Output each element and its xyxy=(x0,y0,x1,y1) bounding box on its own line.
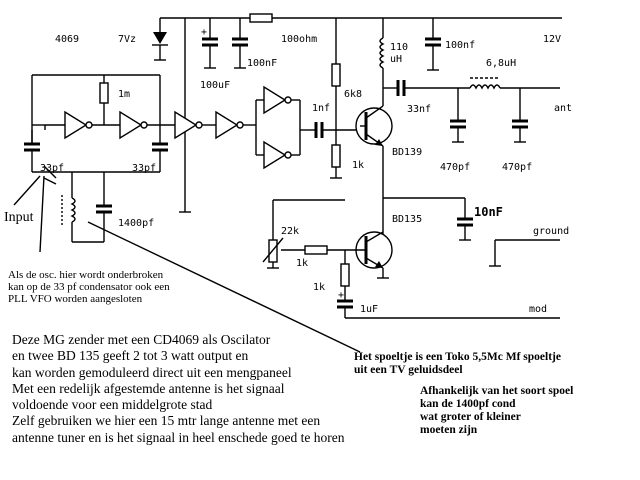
svg-text:+: + xyxy=(201,27,207,38)
inductor-110uh xyxy=(379,18,465,245)
coil-note-line: Het spoeltje is een Toko 5,5Mc Mf spoelt… xyxy=(354,351,561,363)
inverter-4 xyxy=(215,110,256,140)
capacitor-470pf-b xyxy=(512,88,528,143)
oscillator-note-line: kan op de 33 pf condensator ook een xyxy=(8,281,170,293)
description-line: antenne tuner en is het signaal in heel … xyxy=(12,429,345,445)
inductor-6-8uh xyxy=(469,77,560,90)
oscillator-note-line: Als de osc. hier wordt onderbroken xyxy=(8,269,164,281)
bias-6k8 xyxy=(330,18,342,179)
label-bd135: BD135 xyxy=(392,214,422,225)
label-bd139: BD139 xyxy=(392,147,422,158)
capacitor-100uf: + xyxy=(201,18,218,69)
label-r1k-c: 1k xyxy=(313,282,325,293)
transistor-bd139 xyxy=(355,105,393,147)
description-line: kan worden gemoduleerd direct uit een me… xyxy=(12,364,292,380)
description-line: Zelf gebruiken we hier een 15 mtr lange … xyxy=(12,413,321,429)
svg-text:+: + xyxy=(338,290,344,301)
capacitor-100nf-right xyxy=(425,18,441,71)
coil-note-line: uit een TV geluidsdeel xyxy=(354,364,463,376)
inverter-3 xyxy=(174,110,216,140)
resistor-100ohm xyxy=(249,13,273,23)
resistor-1k-mod xyxy=(340,250,350,300)
label-zener: 7Vz xyxy=(118,34,136,45)
capacitor-33pf-right xyxy=(152,125,168,172)
capacitor-33pf-left xyxy=(24,130,40,172)
inverter-1 xyxy=(45,110,120,140)
label-pot22k: 22k xyxy=(281,226,299,237)
label-l6uh: 6,8uH xyxy=(486,58,516,69)
capacitor-470pf-a xyxy=(450,88,466,143)
label-c33pf-b: 33pf xyxy=(132,163,156,174)
label-mod: mod xyxy=(529,304,547,315)
label-l110-a: 110 xyxy=(390,42,408,53)
description-line: Deze MG zender met een CD4069 als Oscila… xyxy=(12,332,271,347)
label-c470a: 470pf xyxy=(440,162,470,173)
oscillator-feedback xyxy=(31,74,161,143)
label-l110-b: uH xyxy=(390,54,402,65)
capacitor-1uf: + xyxy=(337,290,560,319)
label-r1m: 1m xyxy=(118,89,130,100)
capacitor-10nf xyxy=(457,198,473,241)
resistor-1k-base xyxy=(281,245,345,255)
main-description: Deze MG zender met een CD4069 als Oscila… xyxy=(12,332,345,446)
potentiometer-22k xyxy=(262,199,345,269)
capacitor-note-line: kan de 1400pf cond xyxy=(420,398,516,410)
capacitor-note-line: Afhankelijk van het soort spoel xyxy=(420,385,574,397)
label-r1k-a: 1k xyxy=(352,160,364,171)
description-line: voldoende voor een middelgrote stad xyxy=(12,397,213,413)
capacitor-1400pf xyxy=(96,172,112,242)
input-label: Input xyxy=(4,210,34,225)
description-line: Met een redelijk afgestemde antenne is h… xyxy=(12,380,285,396)
description-line: en twee BD 135 geeft 2 tot 3 watt output… xyxy=(12,348,249,364)
label-c100nf-b: 100nF xyxy=(247,58,277,69)
oscillator-note: Als de osc. hier wordt onderbroken kan o… xyxy=(8,269,170,305)
label-c1uf: 1uF xyxy=(360,304,378,315)
label-c100uf: 100uF xyxy=(200,80,230,91)
ground-terminal xyxy=(489,239,560,267)
label-ic: 4069 xyxy=(55,34,79,45)
capacitor-note-line: moeten zijn xyxy=(420,424,478,436)
zener-diode xyxy=(152,18,168,61)
label-r1k-b: 1k xyxy=(296,258,308,269)
label-r-top: 100ohm xyxy=(281,34,317,45)
label-c33pf-a: 33pf xyxy=(40,163,64,174)
input-arrows xyxy=(13,175,361,353)
capacitor-1nf xyxy=(314,122,360,138)
label-c33nf: 33nf xyxy=(407,104,431,115)
label-c1nf: 1nf xyxy=(312,103,330,114)
capacitor-33nf xyxy=(383,80,470,96)
toko-coil xyxy=(61,172,104,243)
break-mark xyxy=(43,165,57,185)
inverter-5 xyxy=(255,85,300,155)
coil-note: Het spoeltje is een Toko 5,5Mc Mf spoelt… xyxy=(354,351,561,377)
label-ant: ant xyxy=(554,103,572,114)
label-r6k8: 6k8 xyxy=(344,89,362,100)
inverter-6 xyxy=(256,140,300,170)
label-c470b: 470pf xyxy=(502,162,532,173)
capacitor-note: Afhankelijk van het soort spoel kan de 1… xyxy=(420,385,573,437)
capacitor-100nf-left xyxy=(232,18,248,69)
transistor-bd135 xyxy=(345,231,393,279)
label-ground: ground xyxy=(533,226,569,237)
inverter-2 xyxy=(119,110,175,140)
label-vcc: 12V xyxy=(543,34,561,45)
label-c10nf: 10nF xyxy=(474,205,503,219)
label-c1400: 1400pf xyxy=(118,218,154,229)
label-c100nf-a: 100nf xyxy=(445,40,475,51)
oscillator-note-line: PLL VFO worden aangesloten xyxy=(8,293,143,305)
capacitor-note-line: wat groter of kleiner xyxy=(420,411,521,423)
